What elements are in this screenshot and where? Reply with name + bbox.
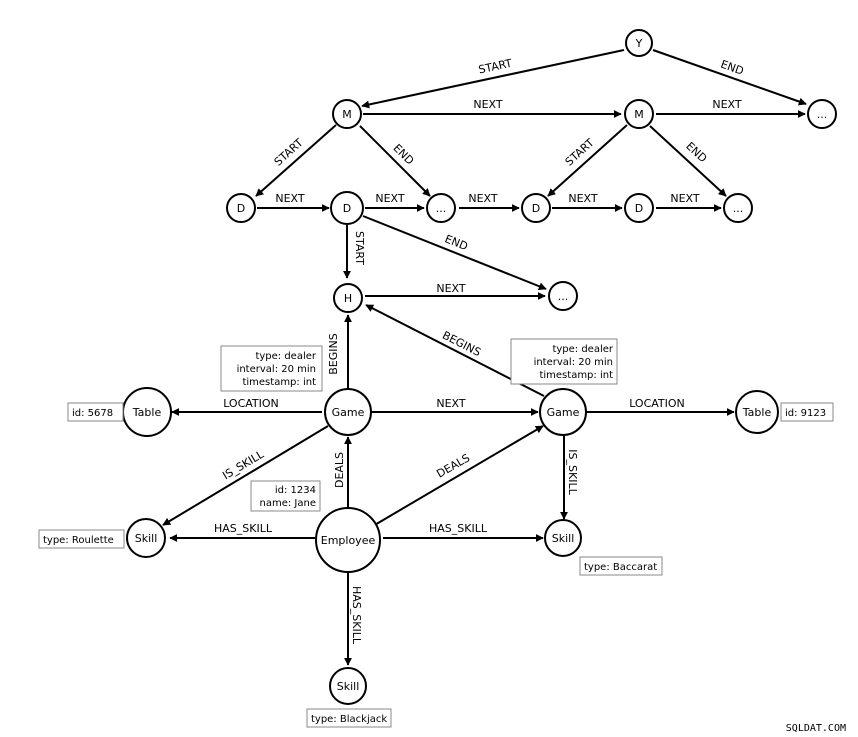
node-ellipsis-mid-2-label: ... [733, 202, 744, 215]
node-d1-label: D [237, 202, 245, 215]
edge-label-employee-game2-deals: DEALS [434, 451, 472, 480]
edge-label-m1-d1-start: START [272, 136, 306, 169]
edge-label-m1-m2-next: NEXT [473, 98, 503, 111]
props-game-1-line-3: timestamp: int [242, 377, 316, 388]
props-skill-3-text: type: Blackjack [311, 714, 387, 725]
node-game-1: Game [324, 388, 372, 436]
node-m2: M [624, 99, 654, 129]
node-game-2-label: Game [547, 406, 580, 419]
node-d1: D [226, 193, 256, 223]
edge-m1-d1 [255, 124, 337, 197]
props-table-1-text: id: 5678 [72, 408, 113, 419]
node-game-1-label: Game [332, 406, 365, 419]
edge-label-m2-ellipsis-next: NEXT [712, 98, 742, 111]
node-d2-label: D [343, 202, 351, 215]
node-ellipsis-top: ... [807, 99, 837, 129]
props-skill-3: type: Blackjack [306, 708, 392, 728]
edge-y-ellipsis [652, 49, 807, 106]
edge-label-ellipsis-d3-next: NEXT [468, 192, 498, 205]
edge-label-d1-d2-next: NEXT [275, 192, 305, 205]
watermark: SQLDAT.COM [786, 723, 846, 734]
props-skill-2-text: type: Baccarat [584, 562, 657, 573]
node-m1: M [332, 99, 362, 129]
edge-label-y-m1-start: START [477, 57, 513, 77]
node-ellipsis-mid-2: ... [723, 193, 753, 223]
props-game-2: type: dealer interval: 20 min timestamp:… [510, 338, 618, 385]
edge-label-game1-game2-next: NEXT [436, 397, 466, 410]
node-skill-2: Skill [544, 519, 582, 557]
props-employee-line-1: id: 1234 [275, 485, 316, 496]
edge-label-game1-h-begins: BEGINS [327, 333, 340, 374]
props-game-1-line-1: type: dealer [255, 351, 316, 362]
edge-d2-ellipsis-h [362, 215, 547, 291]
edge-m2-d3 [547, 124, 628, 197]
node-y-label: Y [635, 37, 643, 50]
edge-label-h-ellipsis-next: NEXT [436, 282, 466, 295]
props-game-1-line-2: interval: 20 min [237, 364, 316, 375]
node-ellipsis-mid-1: ... [426, 193, 456, 223]
edge-m1-ellipsis [359, 125, 431, 197]
props-table-2: id: 9123 [780, 402, 834, 422]
edge-label-m2-d3-start: START [563, 136, 597, 169]
node-ellipsis-h: ... [548, 281, 578, 311]
props-skill-2: type: Baccarat [579, 556, 663, 576]
node-table-2: Table [735, 390, 779, 434]
edge-y-m1 [361, 49, 625, 109]
props-employee-line-2: name: Jane [260, 498, 316, 509]
props-employee: id: 1234 name: Jane [250, 480, 321, 512]
node-skill-1-label: Skill [135, 532, 158, 545]
node-skill-3: Skill [329, 667, 367, 705]
node-table-1-label: Table [132, 406, 162, 419]
edge-label-game1-table1-location: LOCATION [223, 397, 279, 410]
edge-employee-game2 [372, 425, 544, 527]
node-d3: D [521, 193, 551, 223]
edge-label-employee-skill1-has-skill: HAS_SKILL [214, 522, 273, 535]
props-skill-1: type: Roulette [38, 529, 125, 549]
node-d3-label: D [532, 202, 540, 215]
node-table-2-label: Table [742, 406, 772, 419]
edge-label-game2-skill2-is-skill: IS_SKILL [566, 449, 579, 495]
node-skill-3-label: Skill [337, 680, 360, 693]
props-skill-1-text: type: Roulette [43, 535, 114, 546]
props-game-2-line-2: interval: 20 min [534, 357, 613, 368]
edge-game1-skill1 [162, 425, 329, 526]
props-game-2-line-1: type: dealer [552, 344, 613, 355]
node-ellipsis-h-label: ... [558, 290, 569, 303]
node-m1-label: M [342, 108, 352, 121]
node-skill-2-label: Skill [552, 532, 575, 545]
edge-label-d3-d4-next: NEXT [568, 192, 598, 205]
edge-label-employee-skill2-has-skill: HAS_SKILL [429, 522, 488, 535]
node-y: Y [625, 29, 653, 57]
edge-label-d2-h-start: START [353, 231, 366, 265]
node-h: H [333, 283, 363, 313]
edge-label-d2-ellipsis-next: NEXT [375, 192, 405, 205]
edge-label-game2-table2-location: LOCATION [629, 397, 685, 410]
node-d2: D [330, 191, 364, 225]
node-ellipsis-top-label: ... [817, 108, 828, 121]
edge-label-employee-skill3-has-skill: HAS_SKILL [350, 586, 363, 645]
edge-m2-ellipsis-2 [649, 125, 727, 197]
node-ellipsis-mid-1-label: ... [436, 202, 447, 215]
props-game-1: type: dealer interval: 20 min timestamp:… [220, 345, 323, 392]
node-employee: Employee [315, 507, 381, 573]
node-d4-label: D [635, 202, 643, 215]
edge-label-d4-ellipsis-next: NEXT [670, 192, 700, 205]
edge-label-m1-ellipsis-end: END [391, 142, 417, 168]
node-h-label: H [344, 292, 352, 305]
node-game-2: Game [539, 388, 587, 436]
node-table-1: Table [122, 387, 172, 437]
node-m2-label: M [634, 108, 644, 121]
props-table-1: id: 5678 [67, 402, 124, 422]
node-employee-label: Employee [321, 534, 376, 547]
props-table-2-text: id: 9123 [785, 408, 826, 419]
props-game-2-line-3: timestamp: int [539, 370, 613, 381]
node-skill-1: Skill [126, 518, 166, 558]
edge-label-employee-game1-deals: DEALS [333, 452, 346, 488]
node-d4: D [624, 193, 654, 223]
